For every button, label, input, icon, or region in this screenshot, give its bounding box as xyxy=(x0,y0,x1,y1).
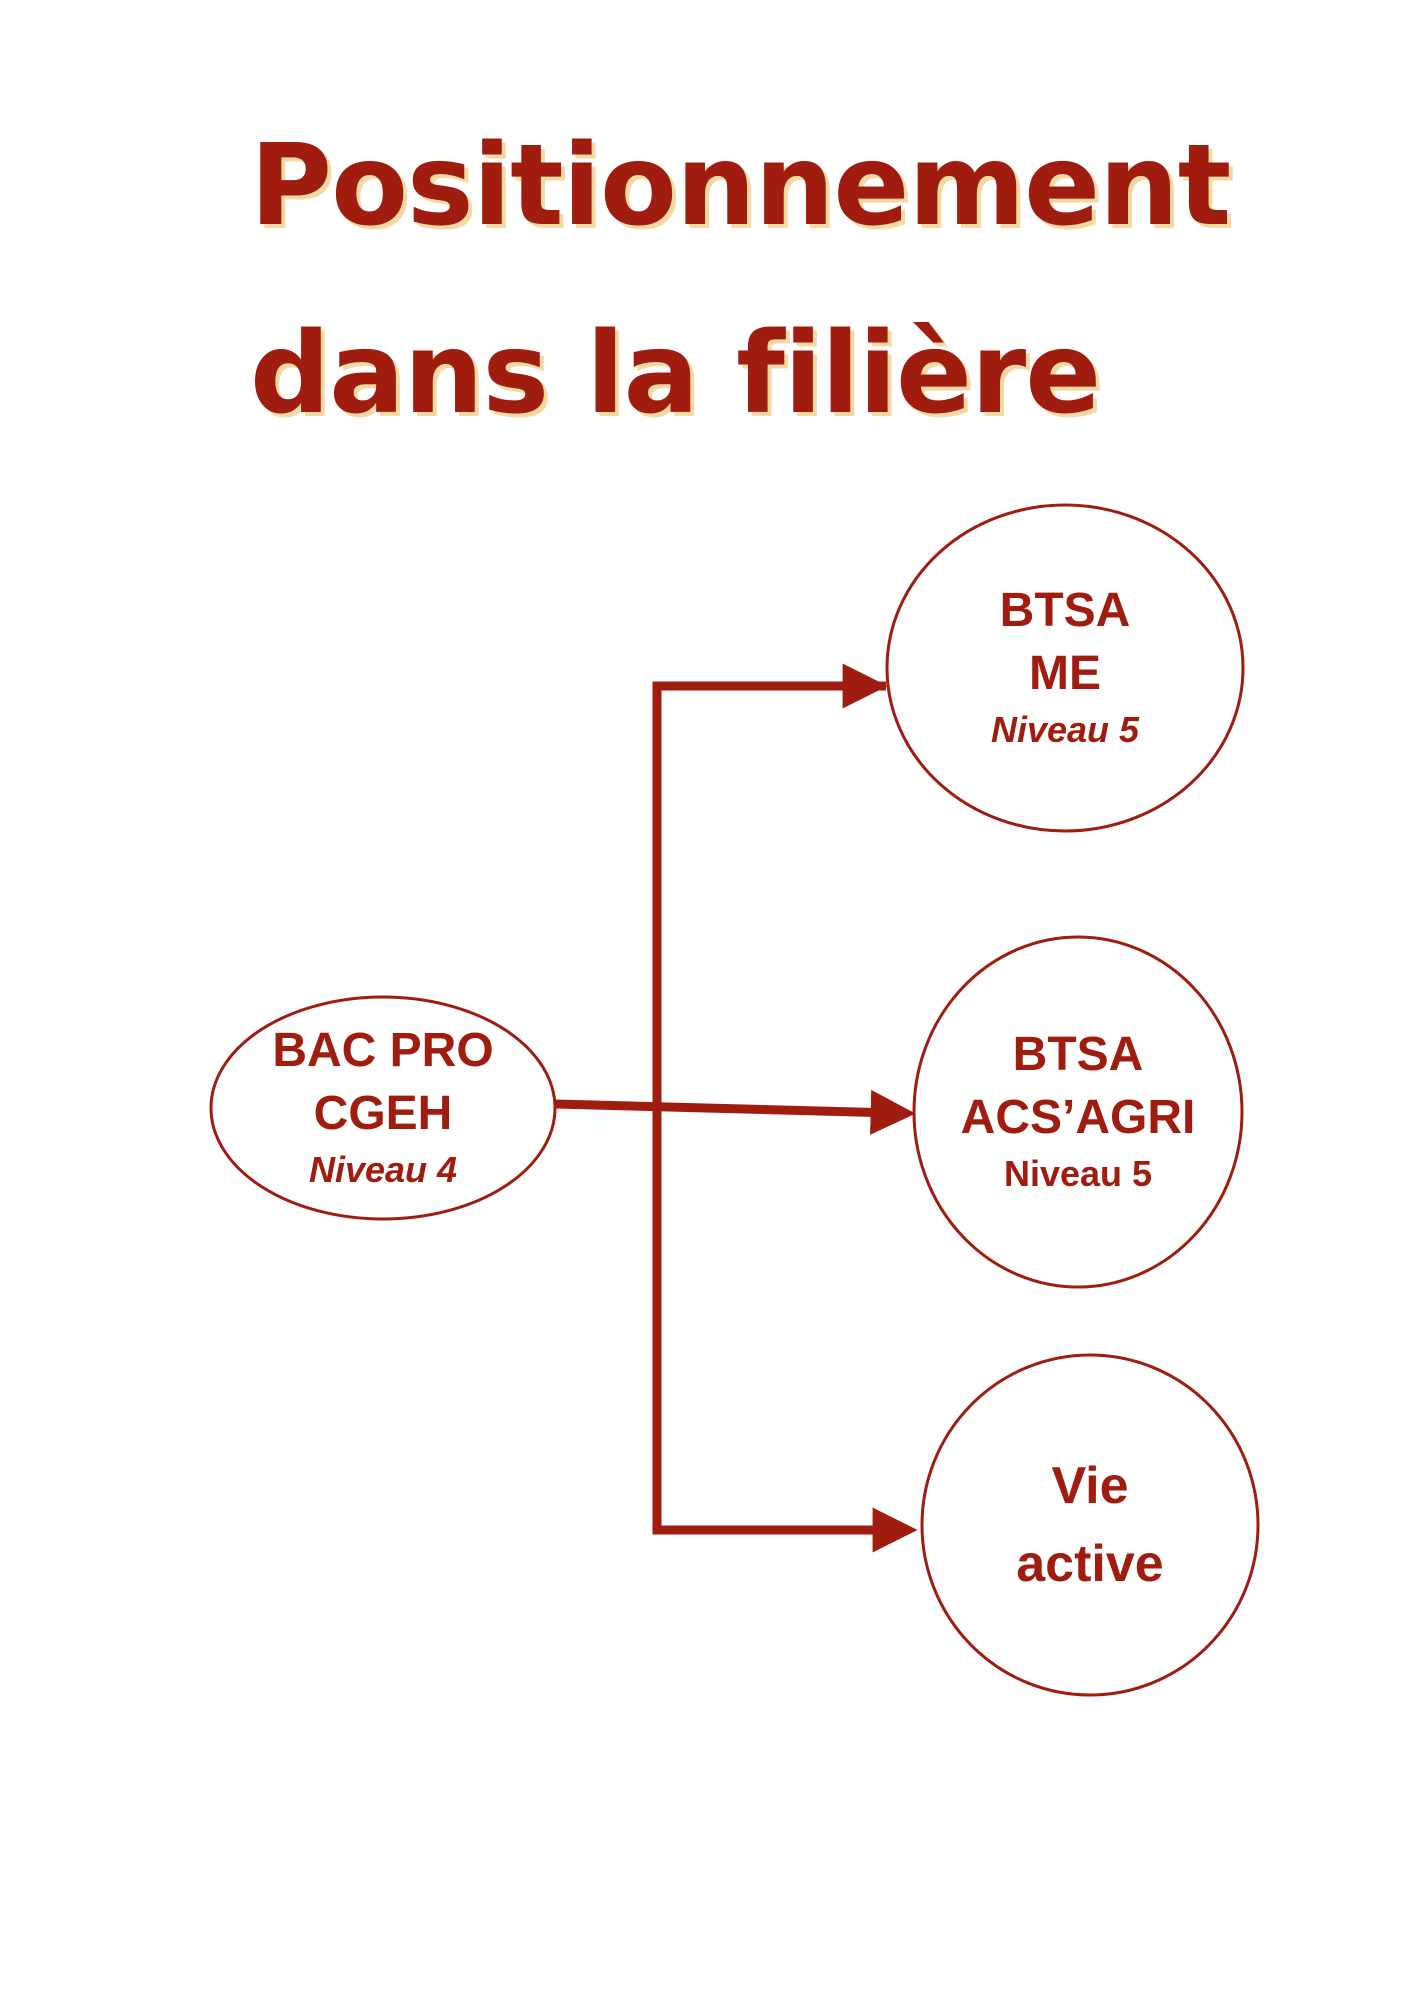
node-btsa-me-line1: BTSA xyxy=(999,584,1131,638)
node-btsa-me: BTSA ME Niveau 5 xyxy=(887,505,1243,831)
node-vie-active-line1: Vie xyxy=(1051,1457,1129,1515)
node-btsa-me-level: Niveau 5 xyxy=(990,709,1140,751)
node-btsa-acs-line1: BTSA xyxy=(1012,1028,1144,1082)
node-outline-vie-active xyxy=(920,1353,1260,1697)
node-btsa-me-line2: ME xyxy=(1029,646,1101,700)
node-btsa-acs: BTSA ACS’AGRI Niveau 5 xyxy=(914,937,1242,1287)
title-line-1: Positionnement xyxy=(250,121,1231,251)
node-bac-pro-level: Niveau 4 xyxy=(308,1149,458,1191)
node-bac-pro-line1: BAC PRO xyxy=(272,1024,494,1078)
node-bac-pro-line2: CGEH xyxy=(313,1086,453,1140)
node-vie-active-line2: active xyxy=(1016,1535,1164,1593)
node-vie-active: Vie active xyxy=(922,1355,1258,1695)
connector-bac-to-acs xyxy=(554,1089,916,1135)
connector-branch xyxy=(652,681,894,1535)
node-btsa-acs-level: Niveau 5 xyxy=(1003,1153,1153,1195)
node-btsa-acs-line2: ACS’AGRI xyxy=(960,1090,1196,1144)
node-bac-pro: BAC PRO CGEH Niveau 4 xyxy=(211,997,555,1219)
title-line-2: dans la filière xyxy=(250,309,1101,439)
